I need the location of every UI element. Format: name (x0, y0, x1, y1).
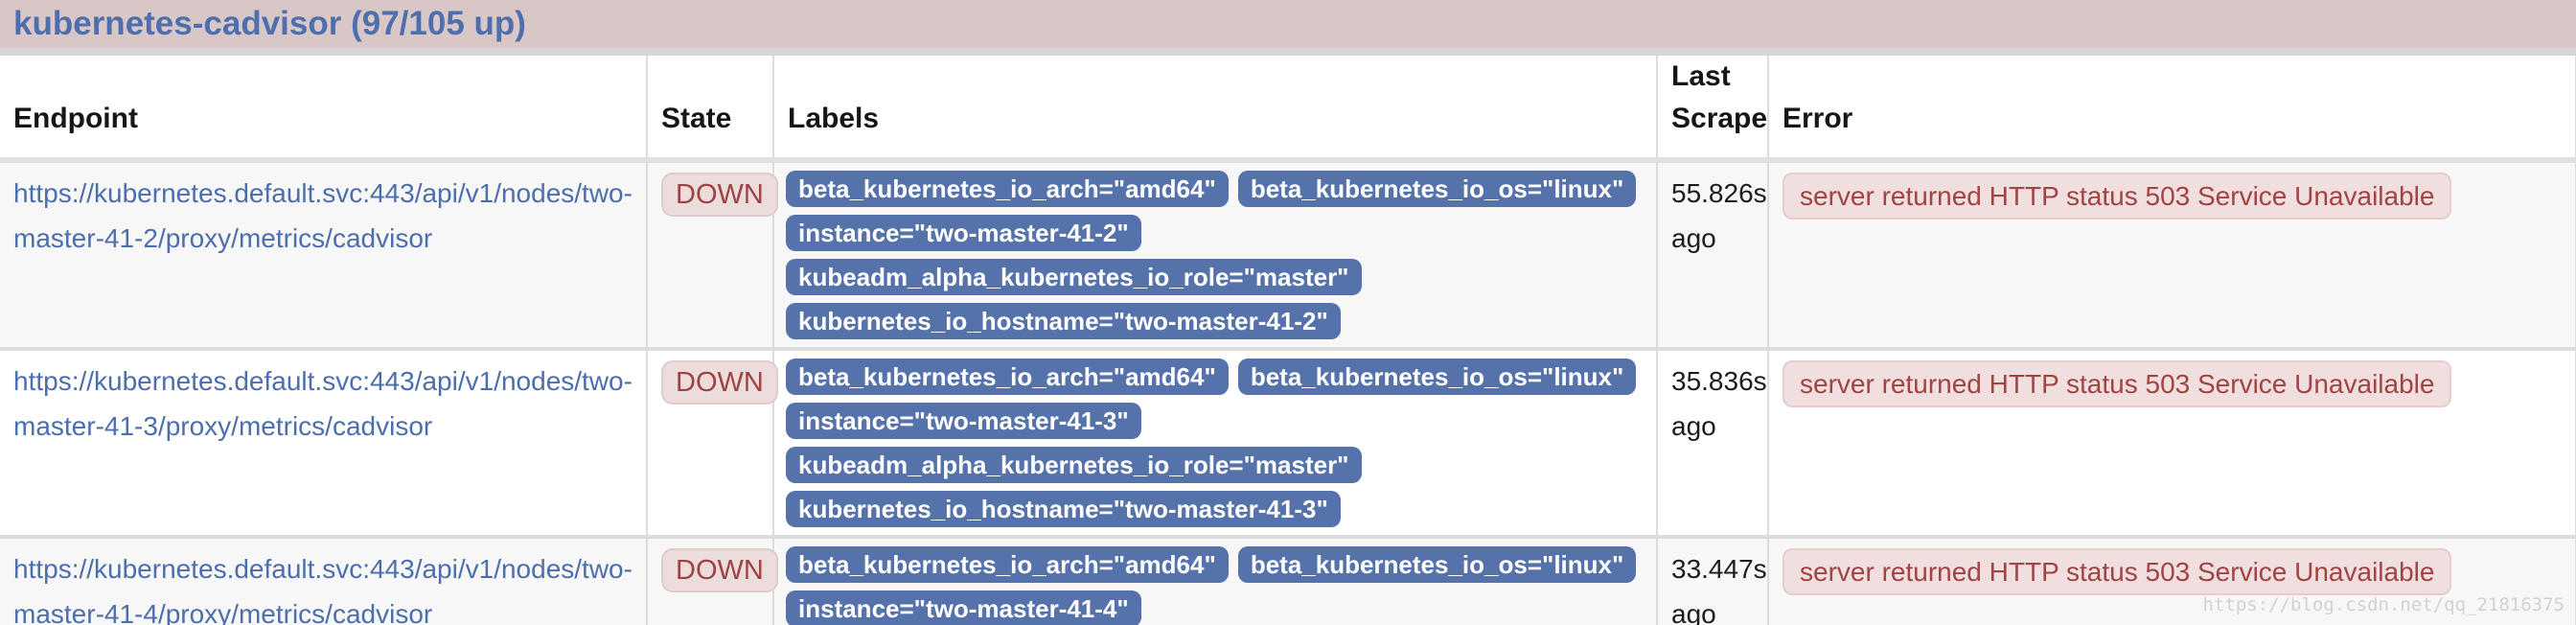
target-label-badge: instance="two-master-41-4" (786, 590, 1141, 625)
targets-tbody: https://kubernetes.default.svc:443/api/v… (0, 160, 2576, 625)
column-header-last-scrape: Last Scrape (1656, 56, 1768, 163)
endpoint-link[interactable]: https://kubernetes.default.svc:443/api/v… (13, 554, 632, 625)
target-label-badge: beta_kubernetes_io_os="linux" (1237, 171, 1637, 207)
target-label-badge: instance="two-master-41-2" (786, 215, 1141, 251)
target-label-badge: beta_kubernetes_io_os="linux" (1237, 359, 1637, 395)
last-scrape: 55.826s ago (1656, 160, 1768, 349)
job-title: kubernetes-cadvisor (97/105 up) (13, 5, 526, 42)
labels-list: beta_kubernetes_io_arch="amd64"beta_kube… (786, 359, 1645, 527)
target-label-badge: kubeadm_alpha_kubernetes_io_role="master… (786, 259, 1362, 295)
target-row: https://kubernetes.default.svc:443/api/v… (0, 537, 2576, 625)
job-group-header: kubernetes-cadvisor (97/105 up) (0, 0, 2576, 56)
target-row: https://kubernetes.default.svc:443/api/v… (0, 349, 2576, 537)
column-header-error: Error (1767, 56, 2576, 163)
targets-table: Endpoint State Labels Last Scrape Error … (0, 56, 2576, 625)
target-label-badge: beta_kubernetes_io_arch="amd64" (786, 546, 1229, 583)
target-label-badge: kubernetes_io_hostname="two-master-41-3" (786, 491, 1341, 527)
target-label-badge: kubernetes_io_hostname="two-master-41-2" (786, 303, 1341, 339)
labels-list: beta_kubernetes_io_arch="amd64"beta_kube… (786, 546, 1645, 625)
error-badge: server returned HTTP status 503 Service … (1782, 548, 2452, 595)
last-scrape: 33.447s ago (1656, 537, 1768, 625)
target-label-badge: beta_kubernetes_io_arch="amd64" (786, 359, 1229, 395)
target-label-badge: beta_kubernetes_io_os="linux" (1237, 546, 1637, 583)
endpoint-link[interactable]: https://kubernetes.default.svc:443/api/v… (13, 366, 632, 441)
target-row: https://kubernetes.default.svc:443/api/v… (0, 160, 2576, 349)
state-badge: DOWN (661, 173, 778, 217)
error-badge: server returned HTTP status 503 Service … (1782, 173, 2452, 220)
last-scrape: 35.836s ago (1656, 349, 1768, 537)
endpoint-link[interactable]: https://kubernetes.default.svc:443/api/v… (13, 178, 632, 253)
target-label-badge: instance="two-master-41-3" (786, 403, 1141, 439)
table-header-row: Endpoint State Labels Last Scrape Error (0, 56, 2576, 163)
state-badge: DOWN (661, 360, 778, 405)
labels-list: beta_kubernetes_io_arch="amd64"beta_kube… (786, 171, 1645, 339)
target-label-badge: beta_kubernetes_io_arch="amd64" (786, 171, 1229, 207)
target-label-badge: kubeadm_alpha_kubernetes_io_role="master… (786, 447, 1362, 483)
column-header-labels: Labels (772, 56, 1657, 163)
error-badge: server returned HTTP status 503 Service … (1782, 360, 2452, 407)
column-header-endpoint: Endpoint (0, 56, 647, 163)
column-header-state: State (646, 56, 773, 163)
state-badge: DOWN (661, 548, 778, 592)
